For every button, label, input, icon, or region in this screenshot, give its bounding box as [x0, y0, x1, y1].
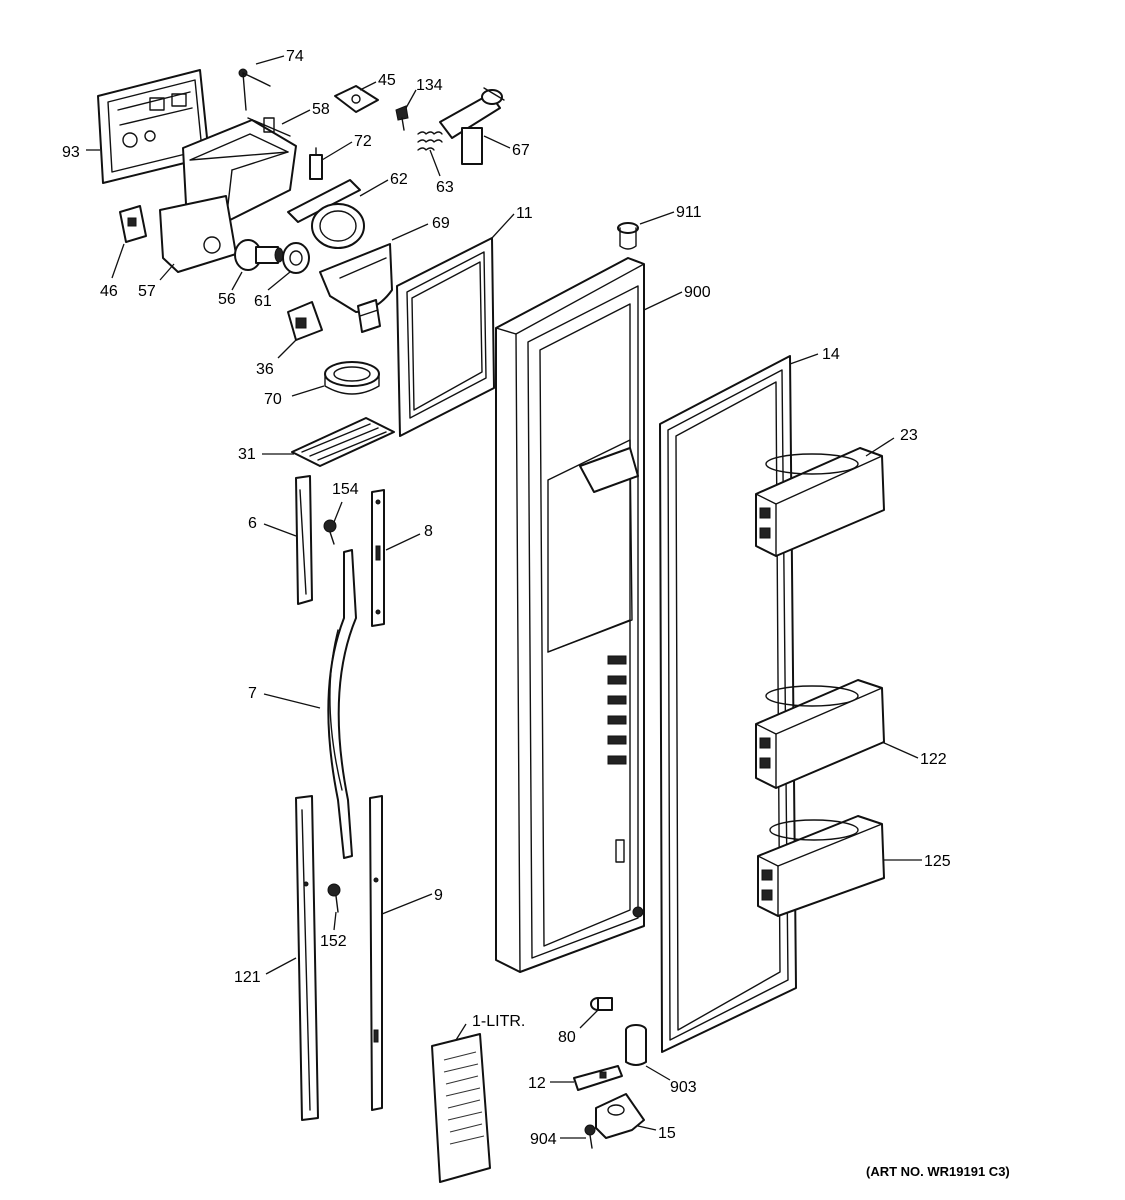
- part-23-bin: [755, 447, 885, 557]
- label-46: 46: [100, 283, 118, 300]
- label-62: 62: [390, 171, 408, 188]
- part-69-chute: [319, 243, 393, 333]
- label-14: 14: [822, 346, 840, 363]
- part-46-switch: [119, 205, 147, 243]
- part-45-bracket: [334, 85, 379, 113]
- label-900: 900: [684, 284, 711, 301]
- part-31-drip-tray: [291, 417, 395, 467]
- label-67: 67: [512, 142, 530, 159]
- part-12-bracket: [573, 1065, 623, 1091]
- part-1-litr-literature: [431, 1033, 491, 1183]
- label-7: 7: [248, 685, 257, 702]
- part-9-mount: [369, 795, 383, 1111]
- part-11-dispenser-frame: [396, 237, 495, 437]
- label-9: 9: [434, 887, 443, 904]
- part-63-spring: [417, 131, 443, 151]
- label-56: 56: [218, 291, 236, 308]
- part-70-recess: [324, 361, 380, 395]
- label-911: 911: [676, 204, 702, 221]
- part-58-dispenser-housing: [159, 117, 297, 273]
- label-58: 58: [312, 101, 330, 118]
- label-152: 152: [320, 933, 347, 950]
- label-8: 8: [424, 523, 433, 540]
- label-23: 23: [900, 427, 918, 444]
- label-11: 11: [516, 205, 533, 222]
- part-154-screw: [323, 519, 337, 545]
- part-8-mount: [371, 489, 385, 627]
- part-7-handle: [327, 549, 357, 859]
- label-125: 125: [924, 853, 951, 870]
- label-45: 45: [378, 72, 396, 89]
- leader-lines: [86, 55, 922, 1139]
- label-74: 74: [286, 48, 304, 65]
- label-903: 903: [670, 1079, 697, 1096]
- label-80: 80: [558, 1029, 576, 1046]
- part-36-bracket: [287, 301, 323, 341]
- part-134-screw: [395, 105, 409, 131]
- label-154: 154: [332, 481, 359, 498]
- part-74-spring: [238, 68, 271, 111]
- label-12: 12: [528, 1075, 546, 1092]
- part-62-ring: [287, 179, 365, 249]
- label-93: 93: [62, 144, 80, 161]
- part-900-door: [495, 257, 645, 973]
- part-15-hinge: [595, 1093, 645, 1139]
- part-152-screw: [327, 883, 341, 913]
- label-31: 31: [238, 446, 256, 463]
- label-69: 69: [432, 215, 450, 232]
- label-70: 70: [264, 391, 282, 408]
- label-134: 134: [416, 77, 443, 94]
- label-57: 57: [138, 283, 156, 300]
- part-61-coupling: [282, 242, 310, 274]
- label-63: 63: [436, 179, 454, 196]
- label-6: 6: [248, 515, 257, 532]
- part-122-bin: [755, 679, 885, 789]
- label-36: 36: [256, 361, 274, 378]
- part-14-gasket: [659, 355, 797, 1053]
- part-80-plug: [590, 997, 613, 1011]
- part-125-bin: [757, 815, 885, 917]
- art-number: (ART NO. WR19191 C3): [866, 1164, 1010, 1179]
- part-121-trim: [295, 795, 319, 1121]
- label-904: 904: [530, 1131, 557, 1148]
- label-15: 15: [658, 1125, 676, 1142]
- label-1-litr: 1-LITR.: [472, 1013, 525, 1030]
- door-shelf-studs: [607, 655, 627, 765]
- part-6-trim: [295, 475, 313, 605]
- label-122: 122: [920, 751, 947, 768]
- part-911-bushing: [617, 222, 639, 250]
- label-72: 72: [354, 133, 372, 150]
- part-904-screw: [584, 1124, 596, 1149]
- part-72-switch: [309, 147, 323, 180]
- label-61: 61: [254, 293, 272, 310]
- part-67-actuator: [439, 87, 505, 165]
- label-121: 121: [234, 969, 261, 986]
- callout-labels: 74 45 134 93 58 72 67 63 62 911 11 69 46…: [62, 48, 951, 1148]
- part-56-solenoid: [234, 239, 284, 271]
- part-903-hinge-pin: [625, 1024, 647, 1066]
